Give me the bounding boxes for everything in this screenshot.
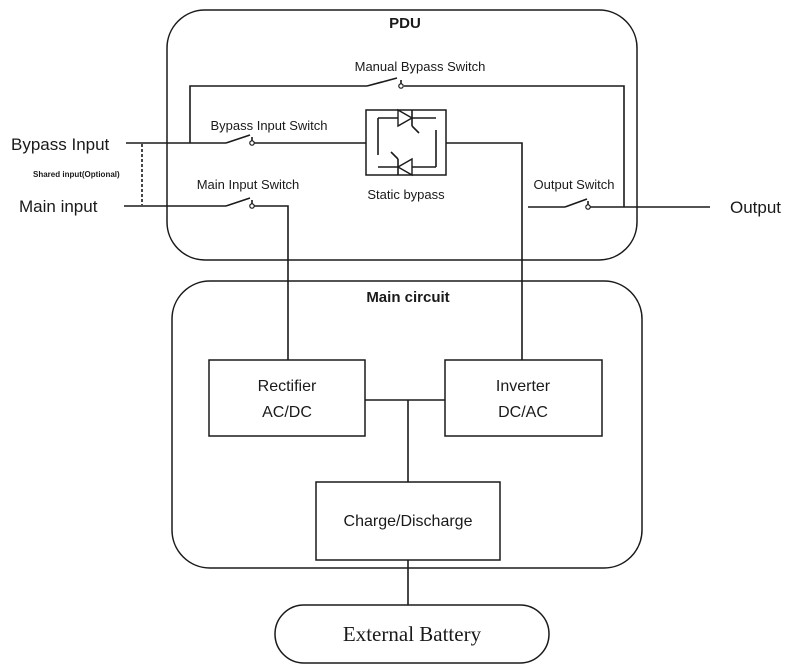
main-circuit-container bbox=[171, 280, 643, 569]
output-switch bbox=[564, 198, 591, 210]
charger-block: Charge/Discharge bbox=[315, 481, 501, 561]
external-battery-label: External Battery bbox=[343, 622, 482, 646]
pdu-title: PDU bbox=[389, 15, 421, 32]
bypass-input-switch-label: Bypass Input Switch bbox=[210, 118, 327, 133]
main-input-switch bbox=[225, 197, 255, 209]
main-input-label: Main input bbox=[19, 197, 98, 216]
manual-bypass-switch-label: Manual Bypass Switch bbox=[355, 59, 486, 74]
external-battery: External Battery bbox=[274, 604, 550, 664]
rectifier-type: AC/DC bbox=[262, 404, 312, 421]
main-circuit-title: Main circuit bbox=[366, 289, 449, 306]
manual-bypass-wiring bbox=[189, 85, 625, 207]
inverter-block: Inverter DC/AC bbox=[444, 359, 603, 437]
charger-label: Charge/Discharge bbox=[344, 513, 473, 530]
main-input-wiring bbox=[124, 205, 289, 360]
inverter-bypass-wire bbox=[446, 142, 523, 360]
inverter-label: Inverter bbox=[496, 378, 551, 395]
inverter-type: DC/AC bbox=[498, 404, 548, 421]
output-switch-label: Output Switch bbox=[534, 177, 615, 192]
dc-bus-wiring bbox=[365, 399, 445, 605]
static-bypass-label: Static bypass bbox=[367, 187, 445, 202]
static-bypass-switch bbox=[365, 108, 447, 177]
main-input-switch-label: Main Input Switch bbox=[197, 177, 300, 192]
rectifier-block: Rectifier AC/DC bbox=[208, 359, 366, 437]
pdu-container bbox=[166, 9, 638, 261]
bypass-input-label: Bypass Input bbox=[11, 135, 110, 154]
bypass-input-switch bbox=[225, 134, 255, 146]
output-label: Output bbox=[730, 198, 781, 217]
shared-input-label: Shared input(Optional) bbox=[33, 170, 120, 179]
rectifier-label: Rectifier bbox=[258, 378, 317, 395]
manual-bypass-switch bbox=[366, 77, 404, 89]
